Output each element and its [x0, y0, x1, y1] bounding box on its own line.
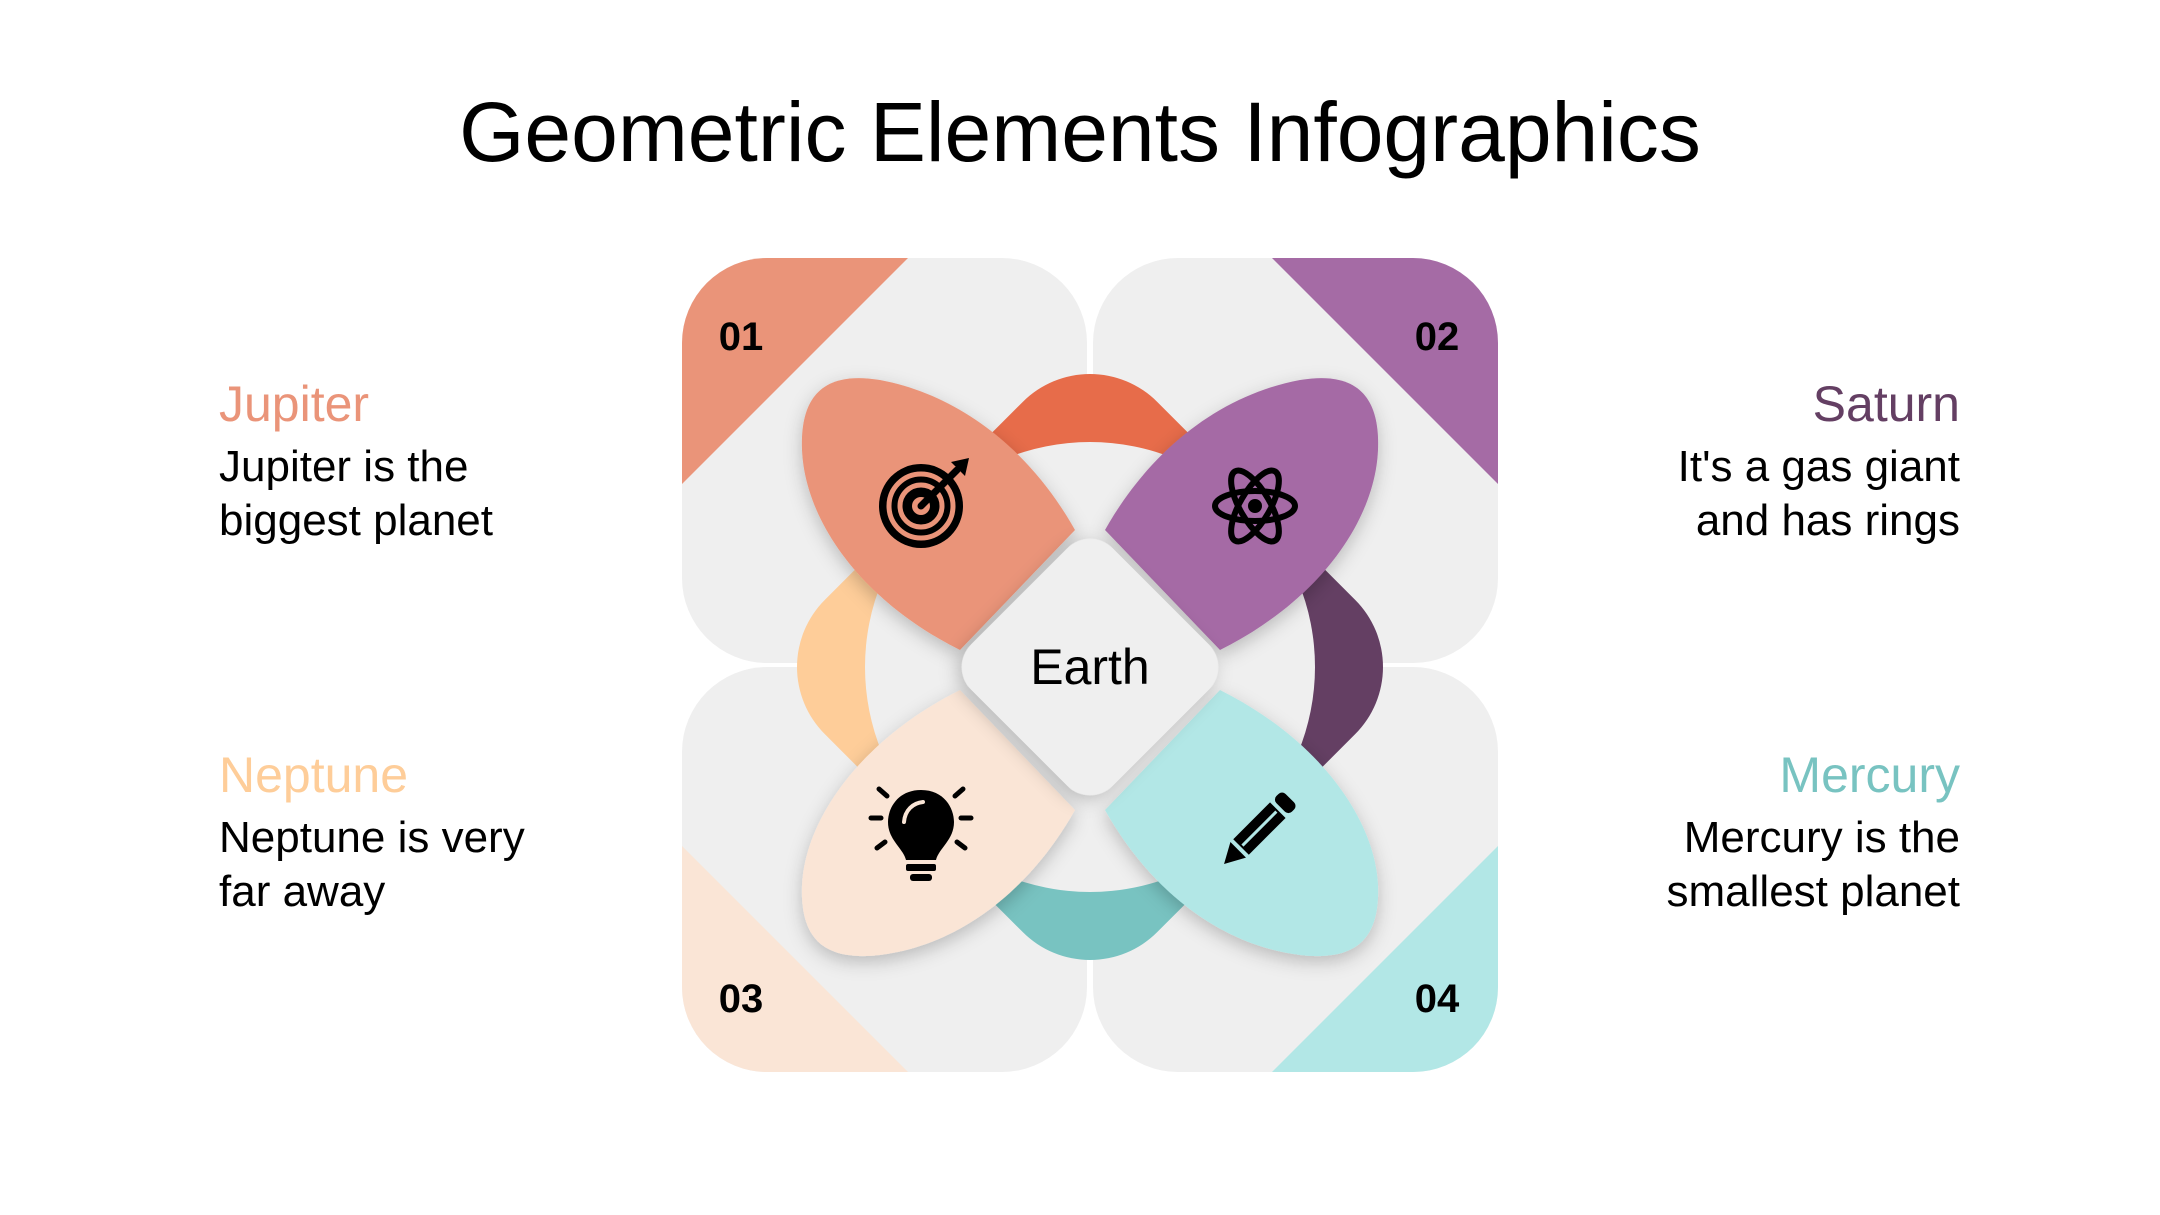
center-label: Earth	[1030, 639, 1150, 695]
item-mercury-name: Mercury	[1779, 747, 1960, 803]
item-jupiter-name: Jupiter	[219, 376, 370, 432]
item-mercury-description: Mercury is the smallest planet	[1540, 811, 1960, 919]
petal-04	[1105, 690, 1379, 957]
atom-icon	[1212, 467, 1298, 545]
item-jupiter-description: Jupiter is the biggest planet	[219, 440, 639, 548]
item-saturn-text: Saturn It's a gas giant and has rings	[1540, 374, 1960, 548]
item-jupiter-description-line1: Jupiter is the	[219, 442, 469, 491]
lightbulb-icon	[868, 786, 974, 881]
number-03: 03	[719, 977, 764, 1021]
item-saturn-description-line2: and has rings	[1695, 496, 1960, 545]
number-02: 02	[1415, 315, 1460, 359]
item-neptune-description-line2: far away	[219, 867, 386, 916]
item-neptune-text: Neptune Neptune is very far away	[219, 745, 639, 919]
item-saturn-name: Saturn	[1812, 376, 1960, 432]
target-icon	[879, 458, 969, 548]
item-saturn-description-line1: It's a gas giant	[1677, 442, 1960, 491]
item-neptune-description: Neptune is very far away	[219, 811, 639, 919]
item-mercury-text: Mercury Mercury is the smallest planet	[1540, 745, 1960, 919]
item-mercury-description-line2: smallest planet	[1666, 867, 1960, 916]
item-neptune-name: Neptune	[219, 747, 409, 803]
item-saturn-description: It's a gas giant and has rings	[1540, 440, 1960, 548]
item-jupiter-text: Jupiter Jupiter is the biggest planet	[219, 374, 639, 548]
item-neptune-description-line1: Neptune is very	[219, 813, 525, 862]
number-04: 04	[1415, 977, 1460, 1021]
number-01: 01	[719, 315, 764, 359]
item-mercury-description-line1: Mercury is the	[1683, 813, 1960, 862]
pencil-icon	[1224, 792, 1296, 864]
item-jupiter-description-line2: biggest planet	[219, 496, 493, 545]
page-title: Geometric Elements Infographics	[459, 85, 1701, 179]
center-node: Earth	[961, 538, 1219, 796]
